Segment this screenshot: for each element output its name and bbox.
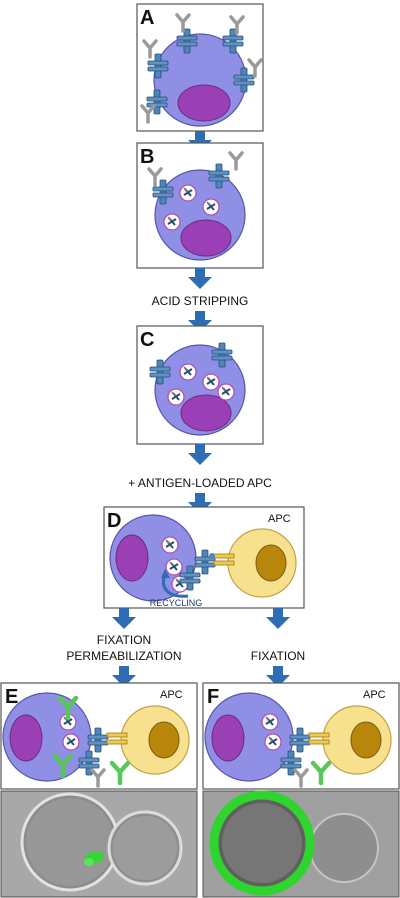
- cell-interior: [222, 803, 302, 883]
- nucleus: [180, 394, 232, 432]
- step-fixation: FIXATION: [251, 649, 305, 663]
- panel-a: A: [136, 3, 264, 132]
- panel-c-letter: C: [140, 329, 154, 351]
- antigen-icon: [209, 553, 215, 559]
- panel-e: E APC: [0, 682, 198, 790]
- cell-interior: [113, 816, 177, 880]
- panel-d: D APC RECYCLING: [103, 506, 305, 609]
- mhc-icon: [308, 739, 330, 745]
- down-arrow-icon: [188, 268, 212, 289]
- panel-a-letter: A: [140, 7, 154, 29]
- recycling-arrow-icon: [162, 574, 189, 598]
- apc-nucleus: [350, 721, 382, 759]
- step-fixation-perm-line1: FIXATION: [97, 633, 151, 647]
- mhc-icon: [308, 732, 330, 738]
- apc-nucleus: [255, 544, 287, 582]
- down-arrow-icon: [188, 444, 212, 465]
- cell-interior: [26, 798, 114, 886]
- mhc-icon: [213, 553, 235, 559]
- down-arrow-icon: [112, 608, 136, 629]
- vesicle-icon: [179, 184, 197, 202]
- panel-b-letter: B: [140, 146, 154, 168]
- panel-f-letter: F: [207, 686, 219, 708]
- step-fixation-perm-line2: PERMEABILIZATION: [66, 649, 181, 663]
- mhc-icon: [213, 560, 235, 566]
- nucleus: [180, 219, 232, 257]
- mhc-icon: [106, 732, 128, 738]
- apc-label: APC: [268, 513, 291, 525]
- panel-b: B: [136, 142, 264, 269]
- vesicle-icon: [202, 373, 220, 391]
- apc-label: APC: [363, 689, 386, 701]
- down-arrow-icon: [266, 608, 290, 629]
- vesicle-icon: [62, 733, 80, 751]
- recycling-label: RECYCLING: [150, 598, 203, 608]
- step-antigen-apc: + ANTIGEN-LOADED APC: [128, 476, 272, 490]
- nucleus: [211, 714, 245, 762]
- cell-outline: [309, 813, 379, 883]
- panel-e-letter: E: [5, 686, 18, 708]
- recycling-arrowhead-icon: [161, 569, 170, 578]
- vesicle-icon: [217, 383, 235, 401]
- apc-label: APC: [160, 689, 183, 701]
- vesicle-icon: [163, 213, 181, 231]
- vesicle-icon: [165, 558, 183, 576]
- step-acid-stripping: ACID STRIPPING: [152, 294, 249, 308]
- fluorescent-spot: [84, 858, 94, 866]
- vesicle-icon: [264, 733, 282, 751]
- nucleus: [115, 534, 149, 582]
- mhc-icon: [106, 739, 128, 745]
- vesicle-icon: [261, 713, 279, 731]
- panel-c: C: [136, 325, 264, 445]
- micrograph-f: [202, 790, 400, 898]
- micrograph-e: [0, 790, 198, 898]
- apc-nucleus: [148, 721, 180, 759]
- panel-d-letter: D: [107, 510, 121, 532]
- vesicle-icon: [202, 198, 220, 216]
- nucleus: [177, 84, 231, 122]
- vesicle-icon: [167, 388, 185, 406]
- panel-f: F APC: [202, 682, 400, 790]
- nucleus: [9, 714, 43, 762]
- vesicle-icon: [179, 363, 197, 381]
- vesicle-icon: [161, 536, 179, 554]
- vesicle-icon: [171, 575, 189, 593]
